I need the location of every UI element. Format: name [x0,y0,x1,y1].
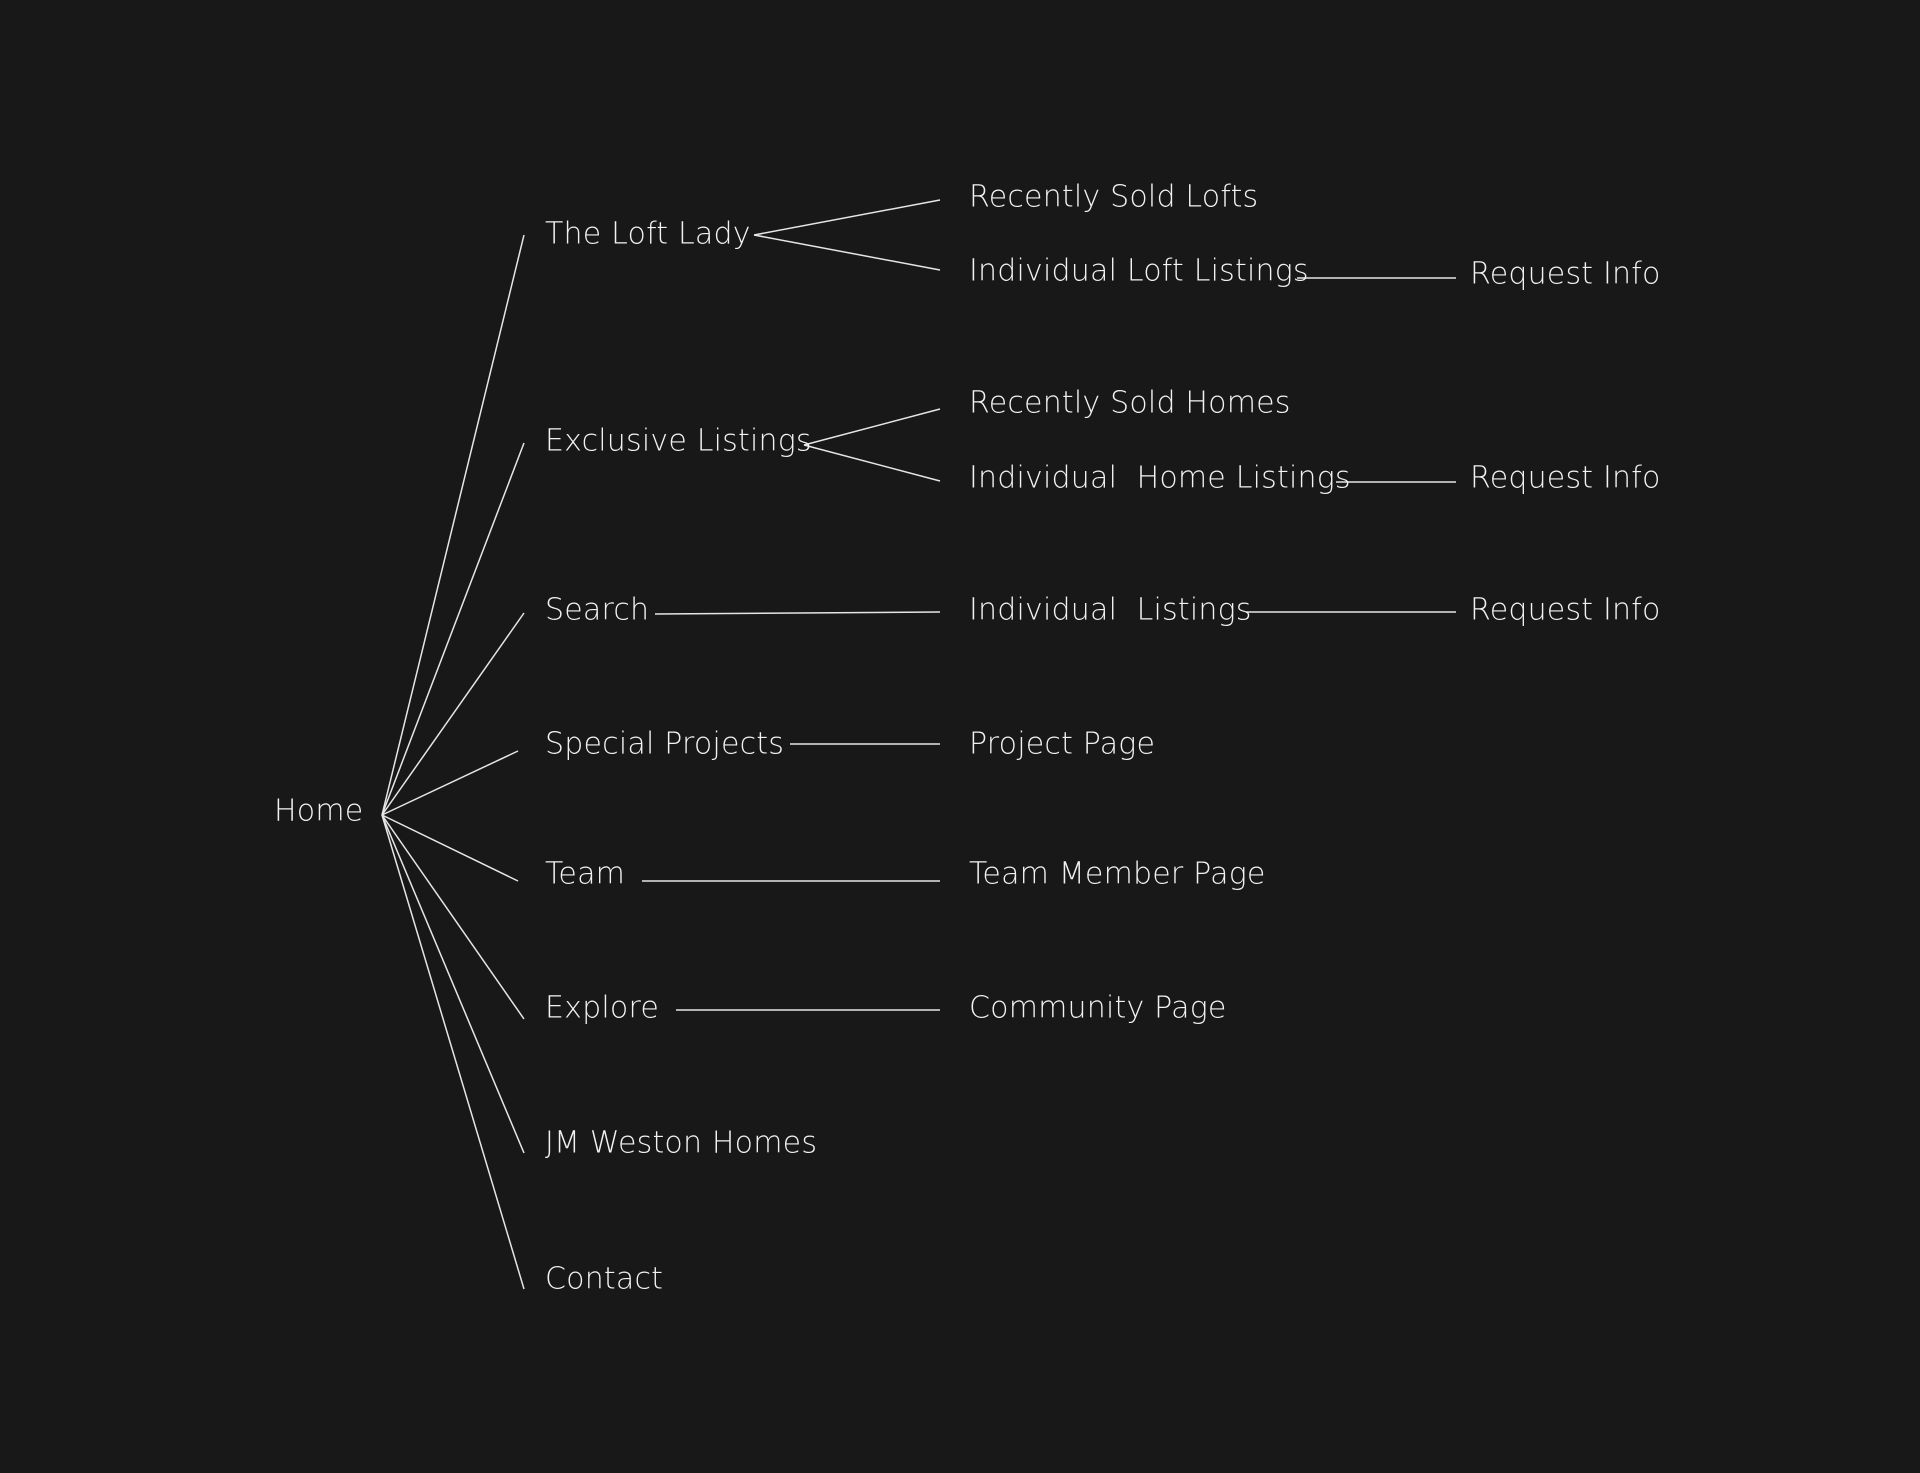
node-project-page: Project Page [969,727,1155,762]
connector-search-individual-listings [654,611,941,615]
node-community-page: Community Page [969,991,1227,1026]
connector-home-special-projects [381,750,519,816]
connector-home-jm-weston-homes [381,814,525,1154]
connector-exclusive-listings-individual-home-listings [803,444,941,482]
node-individual-home-listings: Individual Home Listings [969,461,1351,496]
node-home: Home [274,794,363,829]
node-team: Team [545,857,625,892]
node-recently-sold-lofts: Recently Sold Lofts [969,180,1258,215]
level-1-nodes: The Loft Lady Exclusive Listings Search … [545,217,817,1297]
node-individual-listings: Individual Listings [969,593,1252,628]
node-request-info-search: Request Info [1470,593,1661,628]
request-info-connectors [1246,277,1456,613]
node-explore: Explore [545,991,659,1026]
connector-home-loft-lady [381,234,525,816]
node-the-loft-lady: The Loft Lady [545,217,751,252]
connector-loft-lady-individual-loft-listings [753,234,941,271]
connector-home-explore [381,814,525,1020]
home-connectors [381,234,525,1290]
level-2-nodes: Recently Sold Lofts Individual Loft List… [969,180,1351,1026]
node-recently-sold-homes: Recently Sold Homes [969,386,1291,421]
connector-exclusive-listings-recently-sold-homes [803,408,941,446]
section-connectors [642,199,941,1011]
connector-home-exclusive-listings [381,442,525,816]
node-exclusive-listings: Exclusive Listings [545,424,812,459]
node-contact: Contact [545,1262,663,1297]
node-special-projects: Special Projects [545,727,784,762]
level-3-nodes: Request Info Request Info Request Info [1470,257,1661,628]
node-request-info-homes: Request Info [1470,461,1661,496]
connector-loft-lady-recently-sold-lofts [753,199,941,236]
connector-home-contact [381,814,525,1290]
node-jm-weston-homes: JM Weston Homes [545,1126,817,1161]
connector-home-team [381,814,519,882]
node-search: Search [545,593,649,628]
node-individual-loft-listings: Individual Loft Listings [969,254,1309,289]
node-request-info-lofts: Request Info [1470,257,1661,292]
connector-home-search [381,612,525,816]
node-team-member-page: Team Member Page [969,857,1266,892]
